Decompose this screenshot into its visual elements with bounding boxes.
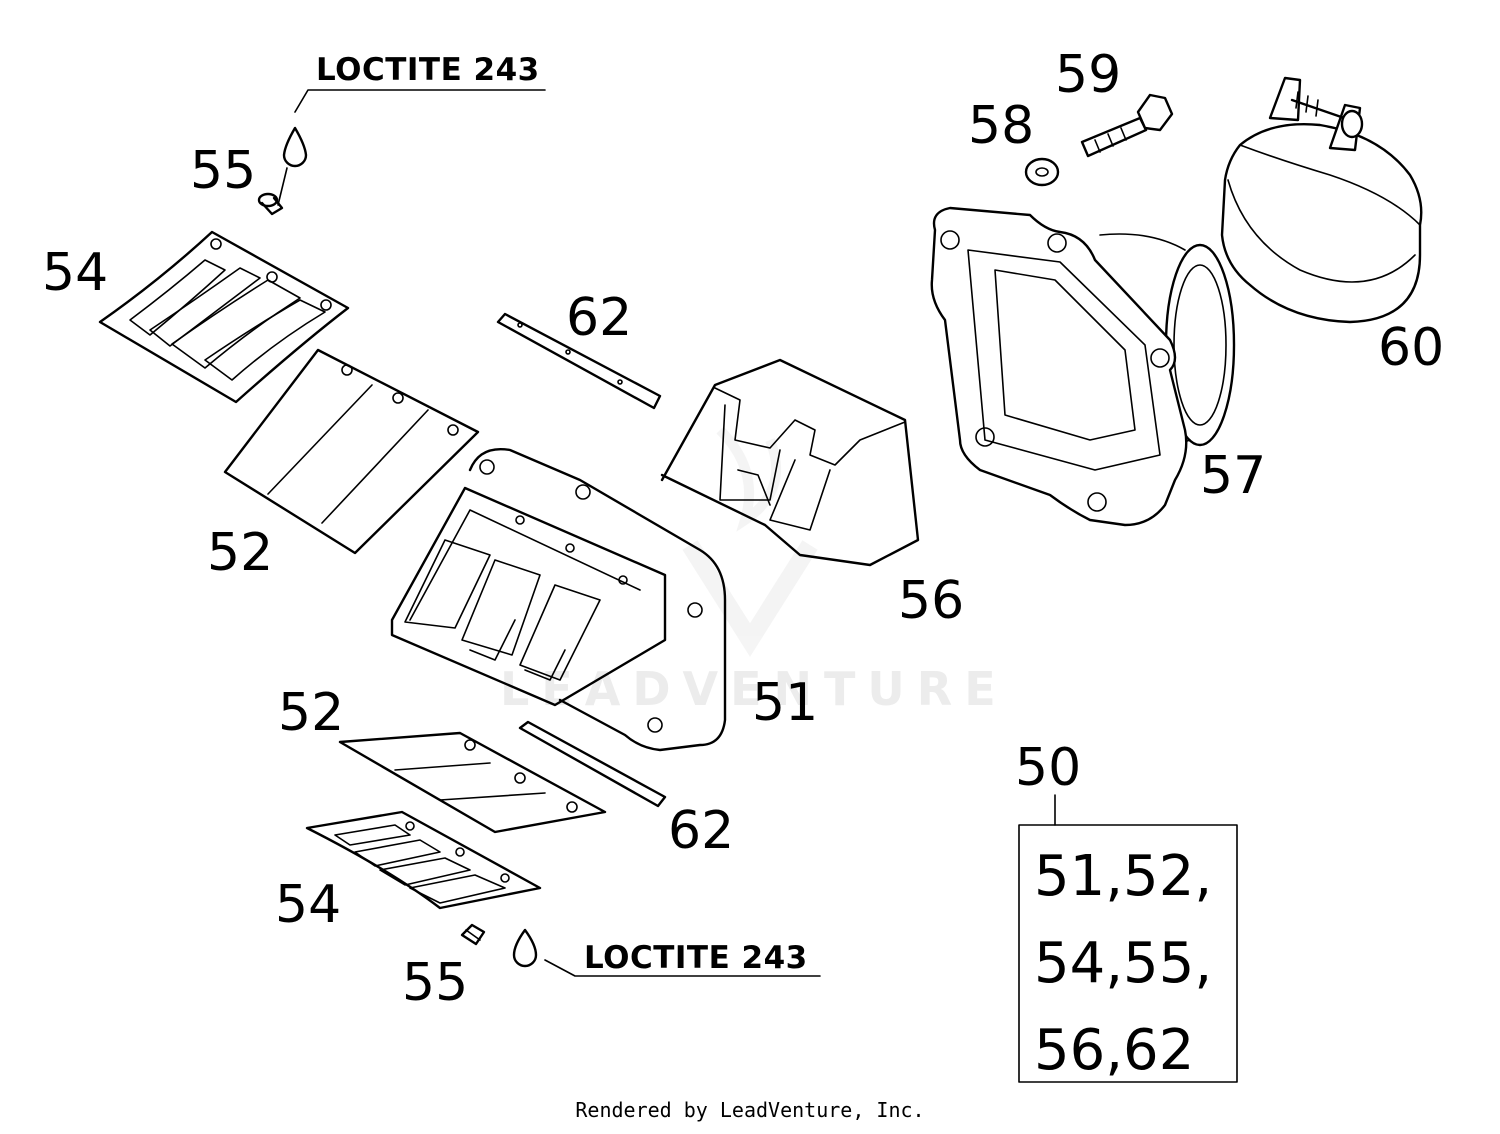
part-62-gasket-bottom — [518, 720, 667, 808]
part-55-bolt-top — [257, 192, 284, 216]
part-54-reed-stop-bottom — [305, 810, 542, 910]
part-58-washer — [1024, 157, 1060, 187]
loctite-note-top: LOCTITE 243 — [316, 52, 540, 88]
part-54-reed-stop-top — [98, 230, 350, 404]
part-60-hose-clamp — [1220, 76, 1423, 324]
loctite-drop-icon-top — [282, 126, 308, 168]
part-51-reed-housing — [390, 448, 727, 752]
part-52-reed-top — [223, 348, 480, 555]
loctite-top-leader — [277, 89, 546, 206]
part-55-bolt-bottom — [460, 923, 486, 946]
callout-56: 56 — [898, 571, 964, 631]
callout-59: 59 — [1055, 45, 1121, 105]
footer-credit: Rendered by LeadVenture, Inc. — [575, 1098, 925, 1122]
loctite-bottom-leader — [544, 959, 821, 977]
part-62-gasket-top — [496, 312, 662, 410]
callout-50: 50 — [1015, 738, 1081, 798]
loctite-note-bottom: LOCTITE 243 — [584, 940, 808, 976]
part-52-reed-bottom — [338, 731, 607, 834]
callout-57: 57 — [1200, 446, 1266, 506]
callout-54-top: 54 — [42, 243, 108, 303]
loctite-drop-icon-bottom — [512, 928, 538, 968]
callout-52-top: 52 — [207, 523, 273, 583]
part-57-intake-flange — [930, 206, 1236, 527]
kit-line-3: 56,62 — [1034, 1018, 1194, 1083]
callout-55-top: 55 — [190, 141, 256, 201]
part-59-bolt — [1080, 93, 1174, 158]
callout-51: 51 — [752, 673, 818, 733]
part-56-spacer — [660, 358, 920, 567]
kit-box — [1018, 824, 1238, 1083]
callout-60: 60 — [1378, 318, 1444, 378]
kit-line-1: 51,52, — [1034, 844, 1212, 909]
kit-line-2: 54,55, — [1034, 931, 1212, 996]
callout-55-bottom: 55 — [402, 953, 468, 1013]
callout-52-bottom: 52 — [278, 683, 344, 743]
watermark-logo — [682, 426, 818, 657]
callout-62-top: 62 — [566, 288, 632, 348]
callout-62-bottom: 62 — [668, 801, 734, 861]
callout-58: 58 — [968, 96, 1034, 156]
callout-54-bottom: 54 — [275, 875, 341, 935]
